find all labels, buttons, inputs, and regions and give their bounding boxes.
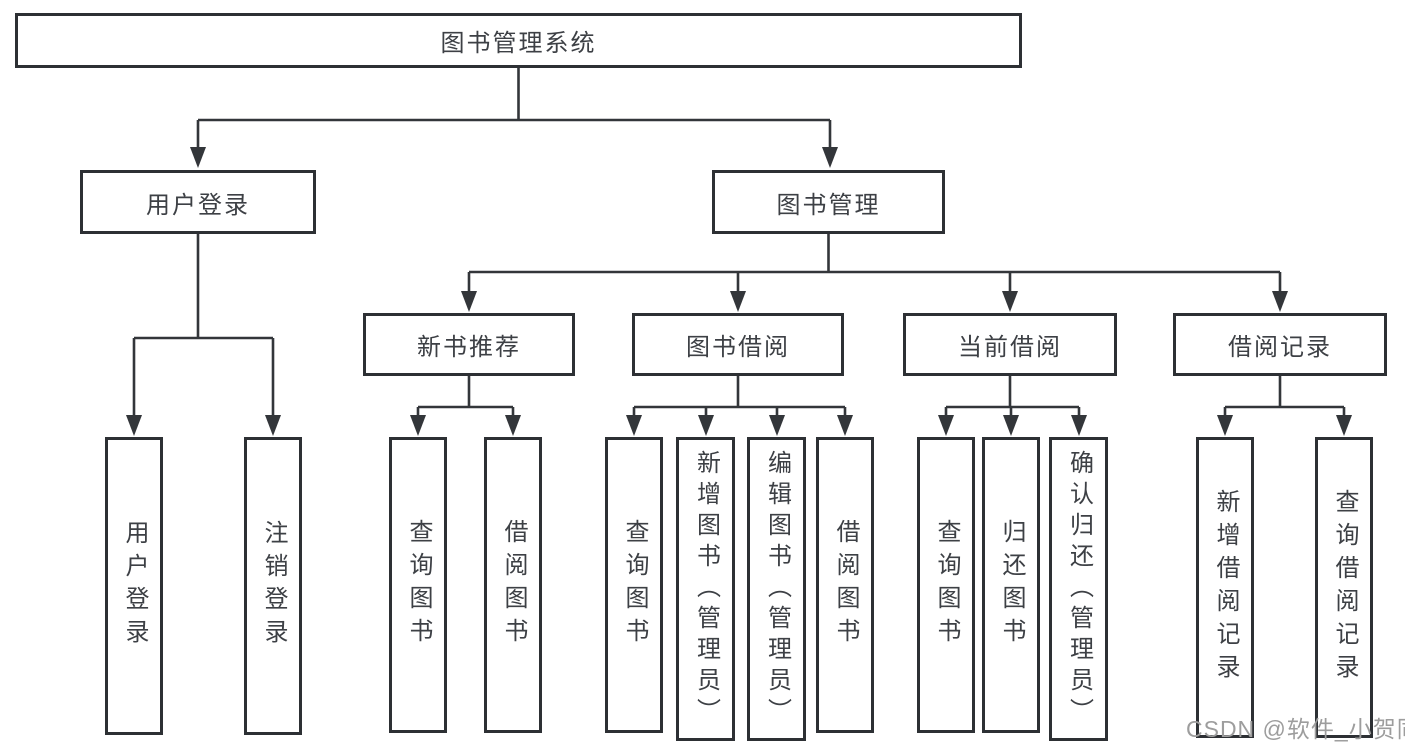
leaf-query-books: 查询图书 bbox=[605, 437, 663, 733]
leaf-borrow-books: 借阅图书 bbox=[484, 437, 542, 733]
leaf-label: 新增图书（管理员） bbox=[692, 449, 720, 729]
leaf-label: 查询借阅记录 bbox=[1331, 488, 1358, 687]
node-book-borrowing: 图书借阅 bbox=[632, 313, 844, 376]
leaf-query-borrow-record: 查询借阅记录 bbox=[1315, 437, 1373, 738]
node-book-management: 图书管理 bbox=[712, 170, 945, 234]
leaf-label: 用户登录 bbox=[121, 520, 148, 652]
leaf-user-login: 用户登录 bbox=[105, 437, 163, 735]
node-current-borrowing: 当前借阅 bbox=[903, 313, 1117, 376]
leaf-label: 查询图书 bbox=[933, 519, 960, 651]
leaf-borrow-books: 借阅图书 bbox=[816, 437, 874, 733]
leaf-label: 查询图书 bbox=[621, 519, 648, 651]
node-label: 用户登录 bbox=[146, 191, 250, 219]
leaf-query-books: 查询图书 bbox=[389, 437, 447, 733]
node-label: 图书管理 bbox=[776, 191, 881, 219]
node-label: 图书管理系统 bbox=[440, 30, 597, 57]
leaf-label: 借阅图书 bbox=[500, 519, 527, 651]
node-label: 借阅记录 bbox=[1228, 334, 1332, 361]
leaf-confirm-return-admin: 确认归还（管理员） bbox=[1049, 437, 1108, 741]
leaf-query-books: 查询图书 bbox=[917, 437, 975, 733]
watermark: CSDN @软件_小贺同学 bbox=[1186, 716, 1405, 742]
leaf-edit-books-admin: 编辑图书（管理员） bbox=[747, 437, 806, 741]
node-label: 当前借阅 bbox=[958, 334, 1062, 361]
leaf-label: 确认归还（管理员） bbox=[1065, 449, 1093, 729]
node-new-book-recommend: 新书推荐 bbox=[363, 313, 575, 376]
node-library-management-system: 图书管理系统 bbox=[15, 13, 1022, 68]
leaf-label: 注销登录 bbox=[260, 520, 287, 652]
node-borrow-records: 借阅记录 bbox=[1173, 313, 1387, 376]
leaf-return-books: 归还图书 bbox=[982, 437, 1040, 733]
node-user-login: 用户登录 bbox=[80, 170, 316, 234]
leaf-label: 借阅图书 bbox=[832, 519, 859, 651]
leaf-label: 新增借阅记录 bbox=[1212, 488, 1239, 687]
leaf-logout-login: 注销登录 bbox=[244, 437, 302, 735]
node-label: 图书借阅 bbox=[686, 334, 790, 361]
leaf-label: 归还图书 bbox=[998, 519, 1025, 651]
leaf-add-books-admin: 新增图书（管理员） bbox=[676, 437, 735, 741]
leaf-label: 查询图书 bbox=[405, 519, 432, 651]
leaf-label: 编辑图书（管理员） bbox=[763, 449, 791, 729]
node-label: 新书推荐 bbox=[417, 334, 521, 361]
leaf-add-borrow-record: 新增借阅记录 bbox=[1196, 437, 1254, 738]
